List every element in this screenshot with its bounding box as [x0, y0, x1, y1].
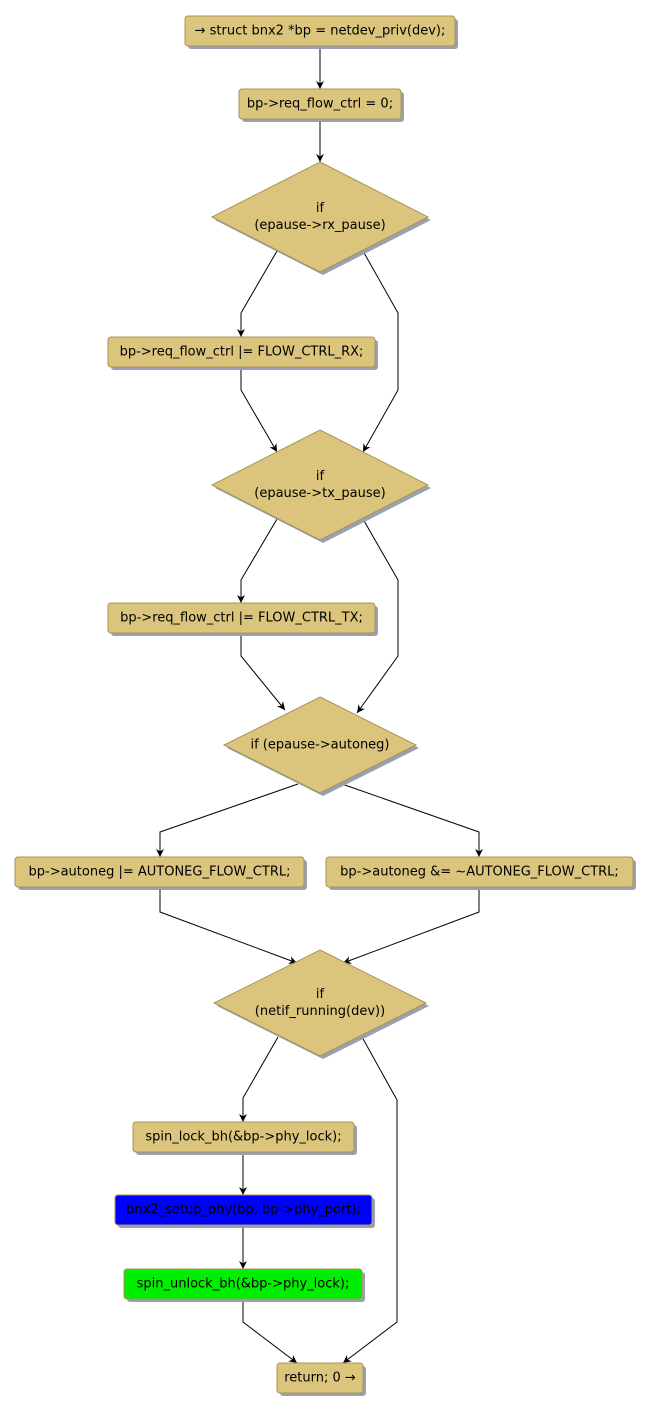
node-label: bp->req_flow_ctrl |= FLOW_CTRL_RX;: [120, 345, 364, 360]
process-node-n4: bp->req_flow_ctrl |= FLOW_CTRL_RX;: [107, 336, 378, 370]
node-label: if: [316, 987, 325, 1002]
node-box: [276, 1362, 364, 1394]
node-label: → struct bnx2 *bp = netdev_priv(dev);: [195, 24, 446, 39]
process-node-n11: spin_lock_bh(&bp->phy_lock);: [132, 1121, 357, 1155]
edge-n3-n5: [362, 250, 399, 453]
node-label: spin_unlock_bh(&bp->phy_lock);: [137, 1277, 350, 1292]
node-box: [114, 1194, 373, 1226]
node-diamond: [212, 949, 428, 1057]
process-node-n14: return; 0 →: [276, 1362, 366, 1396]
node-box: [238, 88, 402, 120]
edge-n3-n4: [237, 250, 278, 337]
edge-n8-n10: [159, 887, 298, 964]
decision-node-n3: if (epause->rx_pause): [210, 161, 431, 275]
node-diamond: [210, 161, 430, 273]
node-box: [107, 602, 376, 634]
node-box: [325, 856, 634, 888]
edge-n9-n10: [342, 887, 480, 964]
nodes-layer: → struct bnx2 *bp = netdev_priv(dev); bp-…: [14, 15, 636, 1396]
node-box: [123, 1268, 363, 1300]
node-label: if (epause->autoneg): [250, 738, 389, 753]
process-node-n6: bp->req_flow_ctrl |= FLOW_CTRL_TX;: [107, 602, 378, 636]
edge-n5-n7: [356, 518, 399, 714]
edge-n13-n14: [242, 1299, 298, 1364]
node-label: bp->req_flow_ctrl |= FLOW_CTRL_TX;: [120, 611, 363, 626]
node-label: bp->autoneg |= AUTONEG_FLOW_CTRL;: [29, 865, 291, 880]
node-box: [132, 1121, 355, 1153]
process-node-n2: bp->req_flow_ctrl = 0;: [238, 88, 404, 122]
decision-node-n7: if (epause->autoneg): [222, 696, 419, 796]
node-diamond: [210, 429, 430, 541]
node-label: bp->req_flow_ctrl = 0;: [247, 97, 393, 112]
process-node-n8: bp->autoneg |= AUTONEG_FLOW_CTRL;: [14, 856, 307, 890]
edge-n7-n9: [341, 783, 483, 857]
edge-n6-n7: [240, 633, 286, 711]
process-node-n13: spin_unlock_bh(&bp->phy_lock);: [123, 1268, 365, 1302]
edge-n5-n6: [237, 518, 278, 603]
node-box: [14, 856, 305, 888]
edge-n10-n14: [342, 1036, 398, 1364]
node-label: bnx2_setup_phy(bp, bp->phy_port);: [126, 1203, 361, 1218]
node-label: return; 0 →: [284, 1371, 356, 1386]
node-label: if: [316, 201, 325, 216]
node-diamond: [222, 696, 418, 794]
decision-node-n5: if (epause->tx_pause): [210, 429, 431, 543]
edge-n10-n11: [239, 1036, 279, 1122]
edge-n7-n8: [156, 783, 299, 857]
node-label: (netif_running(dev)): [255, 1004, 385, 1019]
node-box: [107, 336, 376, 368]
node-box: [184, 15, 456, 47]
edge-n4-n5: [240, 367, 278, 453]
process-node-n12: bnx2_setup_phy(bp, bp->phy_port);: [114, 1194, 375, 1228]
decision-node-n10: if (netif_running(dev)): [212, 949, 429, 1059]
node-label: (epause->rx_pause): [254, 218, 385, 233]
node-label: (epause->tx_pause): [254, 486, 385, 501]
node-label: bp->autoneg &= ~AUTONEG_FLOW_CTRL;: [340, 865, 619, 880]
node-label: spin_lock_bh(&bp->phy_lock);: [145, 1130, 341, 1145]
process-node-n9: bp->autoneg &= ~AUTONEG_FLOW_CTRL;: [325, 856, 636, 890]
process-node-n1: → struct bnx2 *bp = netdev_priv(dev);: [184, 15, 458, 49]
node-label: if: [316, 469, 325, 484]
edges-layer: [156, 46, 483, 1364]
